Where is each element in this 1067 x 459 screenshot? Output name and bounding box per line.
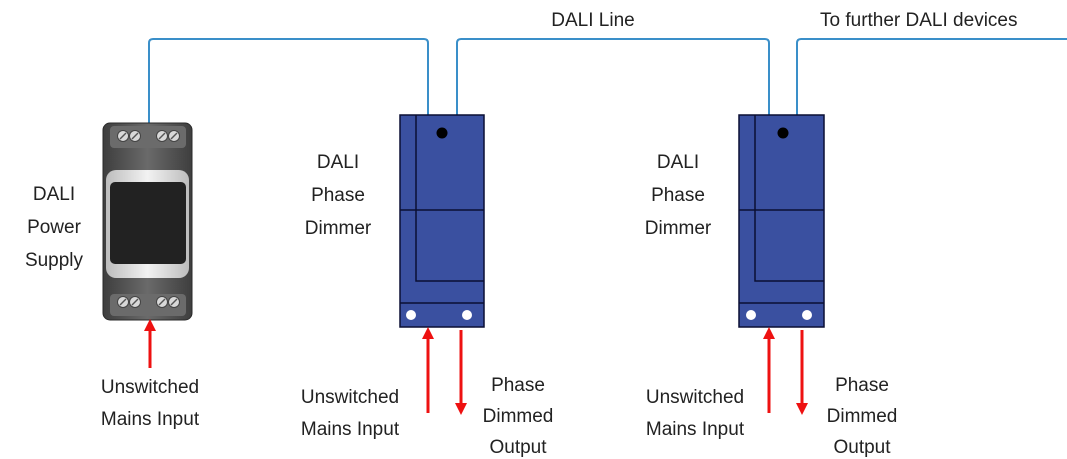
dali-power-supply <box>102 122 193 321</box>
input-label-line: Mains Input <box>301 419 400 440</box>
psu-top-terminal-block <box>110 126 186 148</box>
dali-line-label: DALI Line <box>551 10 634 31</box>
dimmer-body <box>738 114 825 328</box>
dimmer-label-line: Dimmer <box>645 218 712 239</box>
output-label-line: Output <box>833 437 891 458</box>
dimmer1-input-label: Unswitched Mains Input <box>301 387 400 440</box>
input-label-line: Mains Input <box>646 419 745 440</box>
terminal-dot <box>746 310 756 320</box>
output-label-line: Phase <box>491 375 545 396</box>
dimmer2-label: DALI Phase Dimmer <box>645 152 712 239</box>
psu-label-line: Power <box>27 217 82 238</box>
output-label-line: Phase <box>835 375 889 396</box>
wire-psu-to-dimmer1 <box>148 38 429 124</box>
input-label-line: Unswitched <box>101 377 199 398</box>
dimmer2-output-label: Phase Dimmed Output <box>827 375 898 458</box>
wire-dimmer1-to-dimmer2 <box>456 38 770 115</box>
input-label-line: Unswitched <box>646 387 744 408</box>
dimmer-label-line: DALI <box>317 152 359 173</box>
terminal-dot <box>406 310 416 320</box>
dimmer-label-line: Phase <box>651 185 705 206</box>
dimmer-label-line: DALI <box>657 152 699 173</box>
dimmer-label-line: Dimmer <box>305 218 372 239</box>
dali-line-wires <box>148 38 1067 124</box>
input-label-line: Unswitched <box>301 387 399 408</box>
further-devices-label: To further DALI devices <box>820 10 1017 31</box>
terminal-dot <box>802 310 812 320</box>
psu-display <box>110 182 186 264</box>
psu-input-label: Unswitched Mains Input <box>101 377 200 430</box>
output-label-line: Dimmed <box>483 406 554 427</box>
psu-label: DALI Power Supply <box>25 184 84 271</box>
dimmer-label-line: Phase <box>311 185 365 206</box>
psu-label-line: Supply <box>25 250 84 271</box>
dimmer1-output-label: Phase Dimmed Output <box>483 375 554 458</box>
input-label-line: Mains Input <box>101 409 200 430</box>
terminal-dot <box>462 310 472 320</box>
dali-phase-dimmer-2 <box>738 114 825 328</box>
dali-phase-dimmer-1 <box>399 114 485 328</box>
dimmer1-label: DALI Phase Dimmer <box>305 152 372 239</box>
dimmer-body <box>399 114 485 328</box>
dimmer2-input-label: Unswitched Mains Input <box>646 387 745 440</box>
output-label-line: Output <box>489 437 547 458</box>
wire-dimmer2-to-further <box>796 38 1067 115</box>
indicator-dot <box>777 127 789 139</box>
output-label-line: Dimmed <box>827 406 898 427</box>
indicator-dot <box>436 127 448 139</box>
psu-label-line: DALI <box>33 184 75 205</box>
